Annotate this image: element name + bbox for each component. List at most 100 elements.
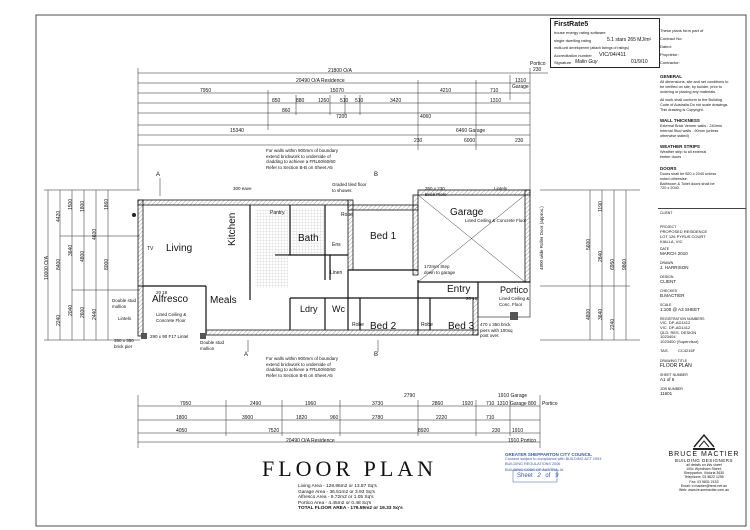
room-meals: Meals	[210, 295, 237, 306]
section-marker-b: B	[374, 352, 379, 358]
room-bed2: Bed 2	[370, 321, 397, 332]
lintels-note-a: Lintels	[118, 316, 132, 321]
dim-total-top: 21800 O/A	[328, 68, 352, 74]
reg-values: VIC. DP-AD1412 VIC. DP-AD1412 QLD. RES. …	[660, 320, 699, 345]
dated-label: Dated:	[660, 44, 672, 49]
wall-line: Internal Stud walls - 90mm (unless	[660, 128, 719, 133]
contract-no-label: Contract No:	[660, 36, 683, 41]
project-line: KIALLA, VIC	[660, 239, 683, 244]
area-alfresco: Alfresco Area - 9.72m2 or 1.05 Sq's	[298, 495, 374, 501]
dim-bot-r1: 710	[486, 401, 495, 407]
dim-top-r5: 7200	[336, 114, 348, 120]
general-line: ordering or placing any materials.	[660, 89, 717, 94]
reg-line: VIC. DP-AD1412	[660, 320, 691, 325]
ffl-entry: 20 18	[466, 296, 478, 301]
drawn-value: J. HARRISON	[660, 265, 689, 270]
dim-top-r4: 1260	[318, 98, 330, 104]
wall-note-bottom: For walls within 900mm of boundary exten…	[266, 356, 339, 378]
room-living: Living	[166, 243, 193, 254]
company-block: BRUCE MACTIER BUILDING DESIGNERS all det…	[662, 432, 746, 492]
doors-line: noted otherwise.	[660, 176, 688, 181]
doors-line: Doors shall be 820 x 2040 unless	[660, 172, 717, 176]
general-line: This drawing is Copyright.	[660, 107, 704, 112]
dim-top-r4: 3420	[390, 98, 402, 104]
room-portico: Portico	[500, 285, 529, 295]
dim-bot-r1: 7950	[180, 401, 192, 407]
dim-right: 2840	[598, 250, 604, 262]
company-logo-icon	[693, 432, 715, 450]
wall-note-top: For walls within 900mm of boundary exten…	[266, 148, 339, 170]
dim-right: 1190	[598, 201, 604, 212]
company-address: 100c Wyndham Street, Shepparton, Victori…	[662, 467, 746, 492]
reg-line: QLD. RES. DESIGN	[660, 329, 697, 335]
company-name: BRUCE MACTIER	[668, 451, 740, 458]
weather-line: Weather strip to all external	[660, 150, 707, 154]
dim-bot-r2: 3900	[242, 415, 254, 421]
section-marker-a: A	[244, 352, 249, 358]
area-total: TOTAL FLOOR AREA - 179.59m2 or 19.33 Sq'…	[298, 506, 403, 512]
sheet-label: SHEET NUMBER	[660, 373, 688, 377]
area-schedule: Living Area - 128.86m2 or 13.87 Sq's Gar…	[298, 484, 403, 512]
dim-left: 8000	[104, 258, 110, 270]
dim-bot-r1: 1960	[305, 401, 317, 407]
dim-top-r4: 510	[355, 98, 364, 104]
dim-top-r7: 230	[515, 138, 524, 144]
dim-bot-r3: 4050	[176, 428, 188, 434]
dim-bot-r3: 1910	[512, 428, 524, 434]
room-bed3: Bed 3	[448, 321, 475, 332]
stamp-sheet-number: Sheet 2 of 9	[517, 473, 558, 479]
reg-line: VIC. DP-AD1412	[660, 324, 691, 330]
address-line: 100c Wyndham Street,	[686, 467, 722, 471]
dim-right: 3640	[598, 308, 604, 320]
dim-right: 9860	[622, 258, 628, 270]
dim-left: 4800	[80, 250, 86, 262]
eave-note: 300 eave	[233, 186, 252, 191]
room-wc: Wc	[332, 304, 345, 314]
room-bath: Bath	[298, 233, 319, 244]
dim-bot-r3: 8920	[418, 428, 430, 434]
council-stamp: GREATER SHEPPARTON CITY COUNCIL Consent …	[505, 452, 601, 473]
dim-bot-r2: 1800	[176, 415, 188, 421]
brick-piers-note: 350 x 230 Brick Piers	[425, 186, 447, 197]
dim-left: 1860	[104, 198, 110, 210]
dim-left: 1500	[68, 198, 74, 210]
dim-top-r6: 6460 Garage	[456, 128, 486, 134]
dim-bot-r1: 2490	[250, 401, 262, 407]
dim-left: 2600	[80, 306, 86, 318]
dim-top-r6: 15340	[230, 128, 244, 134]
brick-piers-post-note: 470 x 350 brick piers with 100sq post ov…	[480, 322, 513, 338]
room-garage: Garage	[450, 207, 484, 218]
reg-line: 1023400 (Supervisor)	[660, 339, 699, 345]
dim-bot-r1: 1310	[497, 401, 509, 407]
portico-ceiling-note: Lined Ceiling & Conc. Floor	[499, 296, 530, 307]
dim-garage-top: Garage	[512, 84, 529, 90]
project-value: PROPOSED RESIDENCE LOT 126 PYRUS COURT K…	[660, 229, 707, 244]
area-portico: Portico Area - 4.45m2 or 0.48 Sq's	[298, 500, 372, 506]
tas-value: CC4216F	[678, 348, 696, 353]
dim-bot-r2: 2780	[372, 415, 384, 421]
dim-top-r3: 4210	[440, 88, 452, 94]
dim-left: 8400	[56, 258, 62, 270]
dim-bot-r1: 1920	[462, 401, 474, 407]
step-down-note: 172mm Step down to garage	[424, 264, 456, 275]
dim-right: 4800	[586, 308, 592, 320]
dim-residence-top: 20490 O/A Residence	[296, 78, 345, 84]
wall-text: External Brick Veneer walls - 240mm Inte…	[660, 124, 722, 138]
drawn-label: DRAWN	[660, 261, 674, 265]
general-line: Code of Australia.Do not scale drawings.	[660, 103, 729, 108]
drawing-title-label: DRAWING TITLE	[660, 359, 688, 363]
stamp-line: Consent subject to compliance with BUILD…	[505, 457, 602, 462]
room-ens: Ens	[332, 242, 341, 248]
wall-line: otherwise stated)	[660, 133, 689, 138]
weather-text: Weather strip to all external timber doo…	[660, 150, 706, 160]
tas-label: TAS.	[660, 348, 669, 353]
dim-left: 4600	[92, 228, 98, 240]
company-sub: BUILDING DESIGNERS	[674, 458, 733, 463]
firstrate-software: house energy rating software	[554, 30, 606, 35]
room-pantry: Pantry	[270, 210, 285, 216]
alfresco-ceiling-note: Lined Ceiling & Concrete Floor	[156, 312, 187, 323]
job-label: JOB NUMBER	[660, 387, 683, 391]
section-marker-a: A	[156, 172, 161, 178]
company-phone: Telephone: 03 5822 1255	[684, 475, 724, 480]
